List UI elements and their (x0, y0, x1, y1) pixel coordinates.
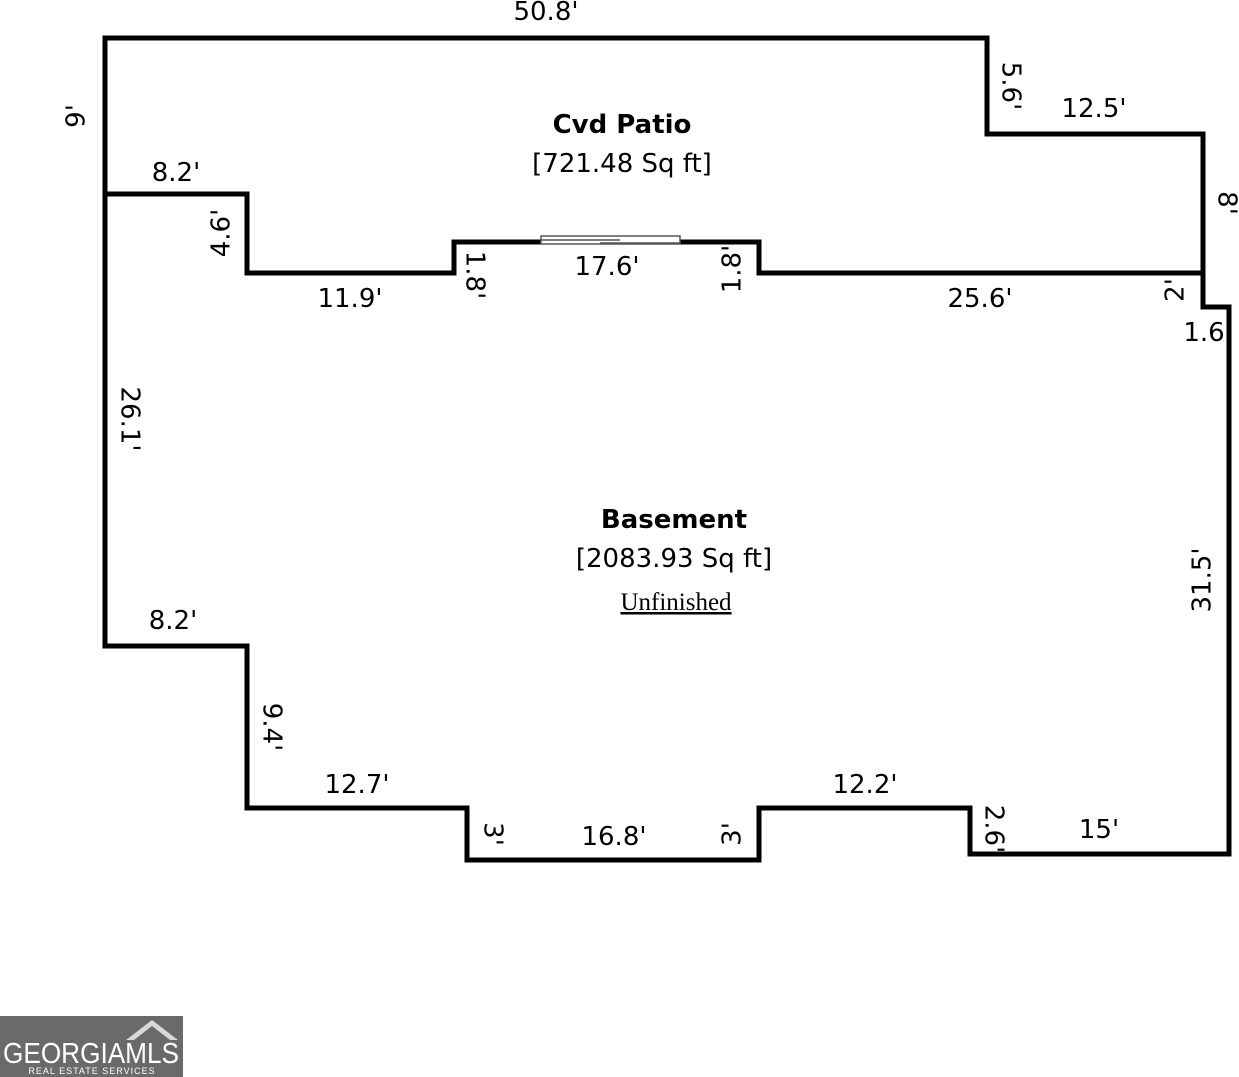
dim-notch-left: 1.8' (460, 251, 490, 300)
basement-status: Unfinished (620, 589, 732, 616)
patio-outline (102, 35, 1206, 276)
dim-patio-left-drop: 4.6' (207, 209, 237, 258)
dim-bottom-notch-r: 3' (718, 822, 748, 846)
dim-bottom-a: 12.7' (324, 770, 389, 800)
georgia-mls-logo: GEORGIAMLS REAL ESTATE SERVICES (0, 1016, 183, 1077)
dim-step-top-right: 5.6' (996, 62, 1026, 111)
basement-name: Basement (601, 505, 747, 535)
dim-wall-left: 11.9' (317, 284, 382, 314)
dim-right-upper: 8' (1212, 191, 1239, 215)
dim-notch-right: 1.8' (718, 245, 748, 294)
dim-bottom-left-drop: 9.4' (257, 703, 287, 752)
patio-name: Cvd Patio (553, 110, 692, 140)
basement-outline (102, 191, 1232, 863)
patio-area: [721.48 Sq ft] (532, 149, 712, 179)
dim-bottom-left-ledge: 8.2' (149, 606, 198, 636)
dim-top: 50.8' (513, 0, 578, 27)
basement-area: [2083.93 Sq ft] (576, 544, 772, 574)
dim-bottom-c: 12.2' (832, 770, 897, 800)
dim-bottom-step: 2.6' (979, 805, 1009, 854)
dim-door-width: 17.6' (574, 252, 639, 282)
dim-wall-right: 25.6' (947, 284, 1012, 314)
dim-top-right: 12.5' (1061, 94, 1126, 124)
dim-right-long: 31.5' (1188, 547, 1218, 612)
dim-left-long: 26.1' (115, 386, 145, 451)
sliding-door (540, 235, 681, 245)
dim-bottom-notch-l: 3' (478, 822, 508, 846)
dim-bottom-b: 16.8' (581, 822, 646, 852)
roof-icon (126, 1020, 178, 1040)
logo-sub-text: REAL ESTATE SERVICES (28, 1066, 155, 1076)
dim-patio-left-ledge: 8.2' (152, 158, 201, 188)
dim-left-upper: 9' (62, 104, 92, 128)
dim-right-step-v: 2' (1161, 278, 1191, 302)
dim-bottom-d: 15' (1079, 815, 1119, 845)
dim-right-step-h: 1.6 (1183, 318, 1224, 348)
logo-main-text: GEORGIAMLS (3, 1038, 179, 1070)
